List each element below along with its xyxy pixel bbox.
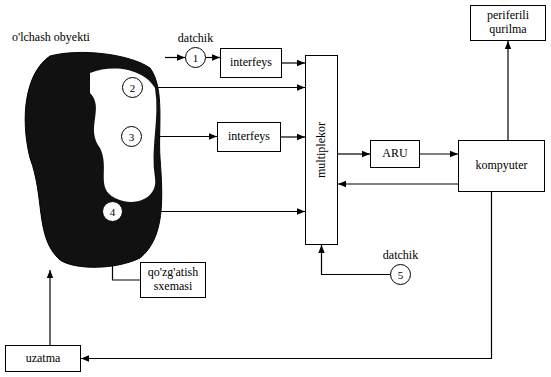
measurement-object: o'lchash obyekti234 xyxy=(20,48,165,270)
connector-arrow xyxy=(282,62,305,63)
connector-arrow xyxy=(420,153,458,154)
adc-box: ARU xyxy=(370,140,420,168)
callout-number: 3 xyxy=(129,130,135,143)
sensor-circle: 2 xyxy=(122,77,143,98)
sensor-label: datchik xyxy=(383,249,418,263)
sensor-circle: 3 xyxy=(121,126,142,147)
object-light-region xyxy=(90,68,156,202)
computer-box: kompyuter xyxy=(458,140,545,192)
connector-arrow xyxy=(49,270,50,345)
sensor-label: datchik xyxy=(178,32,213,46)
sensor-circle: datchik5 xyxy=(390,264,411,285)
object-body xyxy=(25,52,162,267)
connector-arrow xyxy=(206,57,220,58)
connector-arrow xyxy=(143,87,305,88)
callout-number: 1 xyxy=(193,51,199,64)
connector-arrow xyxy=(507,41,508,140)
interface-box: interfeys xyxy=(220,48,282,78)
interface-box: interfeys xyxy=(217,122,281,152)
multiplexer-box: multiplekor xyxy=(305,55,338,245)
box-label: interfeys xyxy=(228,130,270,144)
box-label: multiplekor xyxy=(315,122,329,178)
box-label: kompyuter xyxy=(476,159,528,173)
connector-arrow xyxy=(338,183,458,184)
callout-number: 2 xyxy=(130,81,136,94)
sensor-circle: datchik1 xyxy=(185,47,206,68)
actuator-box: uzatma xyxy=(5,345,81,372)
excitation-box: qo'zg'atish sxemasi xyxy=(140,262,206,298)
sensor-circle: 4 xyxy=(102,201,123,222)
object-title: o'lchash obyekti xyxy=(12,31,90,45)
connector-arrow xyxy=(322,245,391,275)
box-label: qo'zg'atish sxemasi xyxy=(145,266,201,294)
object-outline xyxy=(20,48,165,270)
callout-number: 4 xyxy=(110,205,116,218)
connector-arrow xyxy=(338,153,370,154)
peripheral-box: periferili qurilma xyxy=(470,5,546,41)
box-label: uzatma xyxy=(26,352,61,366)
box-label: periferili qurilma xyxy=(475,9,541,37)
connector-arrow xyxy=(281,136,305,137)
box-label: ARU xyxy=(382,147,407,161)
callout-number: 5 xyxy=(398,268,404,281)
box-label: interfeys xyxy=(230,56,272,70)
connector-arrow xyxy=(165,57,185,58)
